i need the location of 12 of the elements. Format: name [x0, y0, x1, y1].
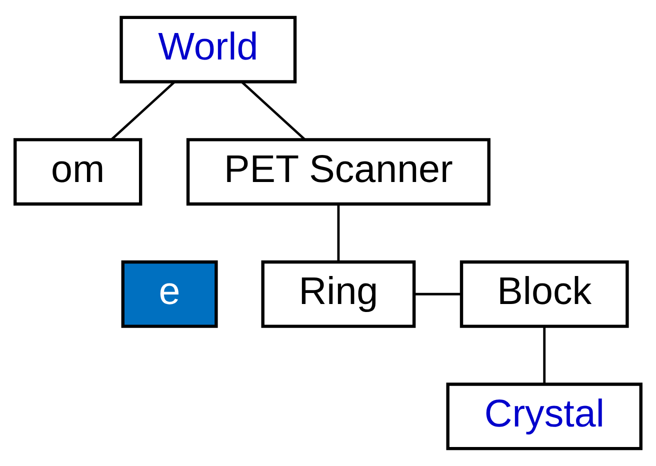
node-box: Block — [460, 260, 629, 328]
node-box: Crystal — [446, 382, 642, 450]
node-box: om — [14, 138, 142, 206]
node-box: e — [121, 260, 218, 328]
node-box: Ring — [261, 260, 416, 328]
connector — [337, 204, 340, 262]
node-box: World — [120, 16, 297, 84]
connector — [414, 292, 462, 296]
connector — [240, 80, 306, 140]
connector — [543, 326, 546, 384]
connector — [110, 80, 176, 140]
node-box: PET Scanner — [186, 138, 490, 206]
